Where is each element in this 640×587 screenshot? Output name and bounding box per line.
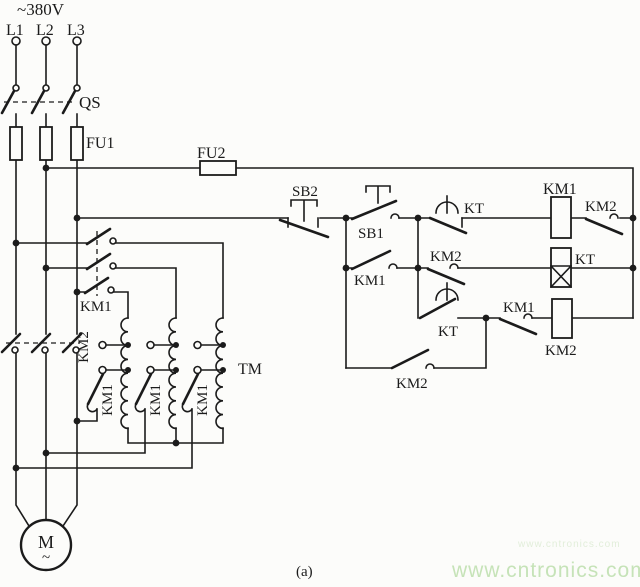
km2-nc-interlock-row2: KM2: [426, 249, 466, 286]
kt-coil: KT: [549, 247, 595, 289]
junction-dots: [12, 164, 637, 472]
phase-label-l2: L2: [36, 22, 54, 39]
terminal-l2: [41, 36, 51, 46]
km2-main-terminal-2: [41, 346, 49, 354]
km1-tap1-label: KM1: [100, 384, 116, 416]
km1-nc-label: KM1: [503, 300, 535, 316]
phase-label-l1: L1: [6, 22, 24, 39]
qs-terminal-3: [73, 84, 81, 92]
tm-tap-terminal-1a: [98, 340, 107, 350]
km2-row1-nc-label: KM2: [585, 199, 617, 215]
qs-label: QS: [79, 93, 101, 112]
km2-coil-box: [551, 298, 573, 339]
tm-tap-terminal-3b: [193, 365, 202, 375]
watermark: www.cntronics.com: [451, 559, 640, 582]
motor-circle: [19, 518, 73, 572]
motor: M ~: [19, 518, 73, 572]
km2-main-terminal-1: [11, 346, 19, 354]
km1-feed-terminal-3: [107, 286, 115, 294]
tm-tap-terminal-2b: [146, 365, 155, 375]
qs-terminal-1: [12, 84, 20, 92]
fu2-fuse: [199, 160, 237, 176]
km1-selfhold-label: KM1: [354, 273, 386, 289]
supply-voltage-label: ~380V: [17, 0, 65, 19]
supply-header: ~380V L1 L2 L3: [6, 0, 85, 46]
fu1-fuse-1: [9, 126, 23, 161]
kt-coil-box: [550, 247, 572, 288]
sb1-start-button: SB1: [350, 185, 400, 242]
sb1-label: SB1: [358, 226, 384, 242]
km2-main-contacts: KM2: [0, 331, 92, 363]
tm-winding-1: [120, 317, 129, 430]
km1-tap3-label: KM1: [195, 384, 211, 416]
row4-wire: [345, 317, 487, 369]
tm-tap-terminal-3a: [193, 340, 202, 350]
km2-main-terminal-3: [72, 346, 80, 354]
control-rails: FU2: [45, 145, 634, 319]
km1-tap2-label: KM1: [148, 384, 164, 416]
autotransformer-tm: TM: [98, 317, 262, 444]
km2-selfhold-contact: KM2: [390, 348, 435, 392]
km1-tap-contacts: KM1 KM1 KM1: [15, 372, 211, 469]
tm-label: TM: [238, 361, 262, 378]
motor-label: M: [38, 532, 54, 552]
kt-no-contact-label: KT: [438, 324, 458, 340]
km2-main-label: KM2: [76, 331, 92, 363]
figure-caption: (a): [296, 564, 313, 580]
phase-lines: [15, 44, 78, 528]
tm-tap-terminal-1b: [98, 365, 107, 375]
motor-ac-mark: ~: [42, 550, 50, 566]
km2-row2-nc-label: KM2: [430, 249, 462, 265]
km1-feed-terminal-2: [109, 262, 117, 270]
terminal-l1: [11, 36, 21, 46]
kt-nc-contact-label: KT: [464, 201, 484, 217]
km2-coil-label: KM2: [545, 343, 577, 359]
km1-nc-interlock: KM1: [498, 300, 538, 336]
phase-label-l3: L3: [67, 22, 85, 39]
km1-coil-label: KM1: [543, 181, 577, 198]
qs-terminal-2: [42, 84, 50, 92]
fu1-fuse-2: [39, 126, 53, 161]
sb2-stop-button: SB2: [278, 184, 330, 239]
tm-tap-terminal-2a: [146, 340, 155, 350]
watermark-faint: www.cntronics.com: [517, 539, 621, 550]
qs-disconnect-switch: QS: [0, 84, 101, 115]
km1-feed-label: KM1: [80, 299, 112, 315]
kt-coil-label: KT: [575, 252, 595, 268]
km1-feed-contacts: KM1: [15, 227, 224, 319]
km2-selfhold-label: KM2: [396, 376, 428, 392]
tm-winding-3: [215, 317, 224, 430]
km1-coil-box: [550, 196, 572, 239]
km2-coil: KM2: [545, 298, 577, 359]
km1-feed-terminal-1: [109, 237, 117, 245]
sb2-label: SB2: [292, 184, 318, 200]
km1-coil: KM1: [543, 181, 577, 239]
tm-winding-2: [168, 317, 177, 430]
fu1-fuses: FU1: [9, 126, 114, 161]
kt-nc-delayed-contact: KT: [428, 195, 484, 235]
fu2-label: FU2: [197, 145, 225, 162]
terminal-l3: [72, 36, 82, 46]
km2-nc-interlock-row1: KM2: [584, 199, 624, 236]
fu1-label: FU1: [86, 135, 114, 152]
km1-selfhold-contact: KM1: [350, 249, 398, 289]
fu1-fuse-3: [70, 126, 84, 161]
kt-no-delayed-contact: KT: [418, 282, 459, 340]
